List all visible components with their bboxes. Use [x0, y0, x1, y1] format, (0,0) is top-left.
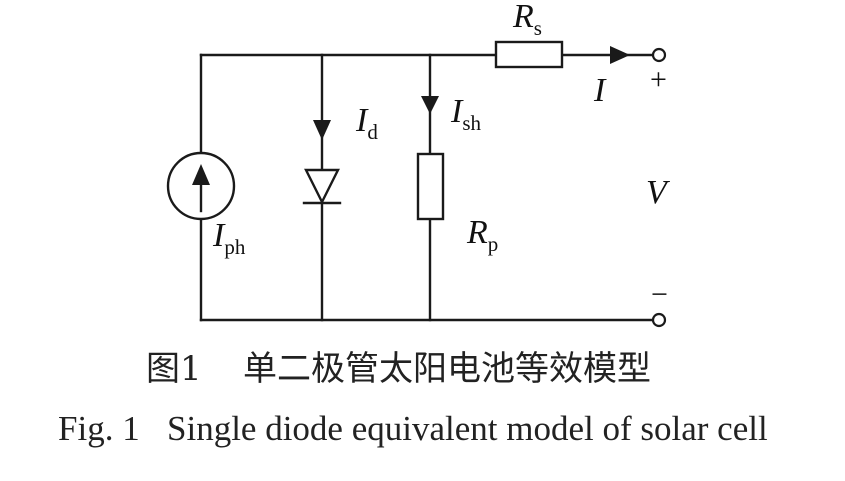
plus-sign: +: [650, 63, 667, 96]
diode-current-arrow: [313, 120, 331, 140]
rs-label: Rs: [512, 0, 542, 40]
output-current-arrow: [610, 46, 630, 64]
shunt-current-arrow: [421, 96, 439, 114]
series-resistor: [494, 40, 564, 69]
diode-current-label: Id: [355, 102, 378, 144]
shunt-current-label: Ish: [450, 93, 482, 135]
rp-label: Rp: [466, 214, 498, 256]
current-source: [166, 151, 236, 221]
negative-terminal: [651, 312, 667, 328]
minus-sign: −: [651, 278, 668, 311]
circuit-wires: [199, 53, 655, 322]
shunt-resistor: [416, 152, 445, 221]
voltage-label: V: [646, 174, 671, 211]
output-current-label: I: [593, 72, 607, 109]
positive-terminal: [651, 47, 667, 63]
photocurrent-label: Iph: [212, 217, 246, 259]
diode: [302, 168, 342, 205]
